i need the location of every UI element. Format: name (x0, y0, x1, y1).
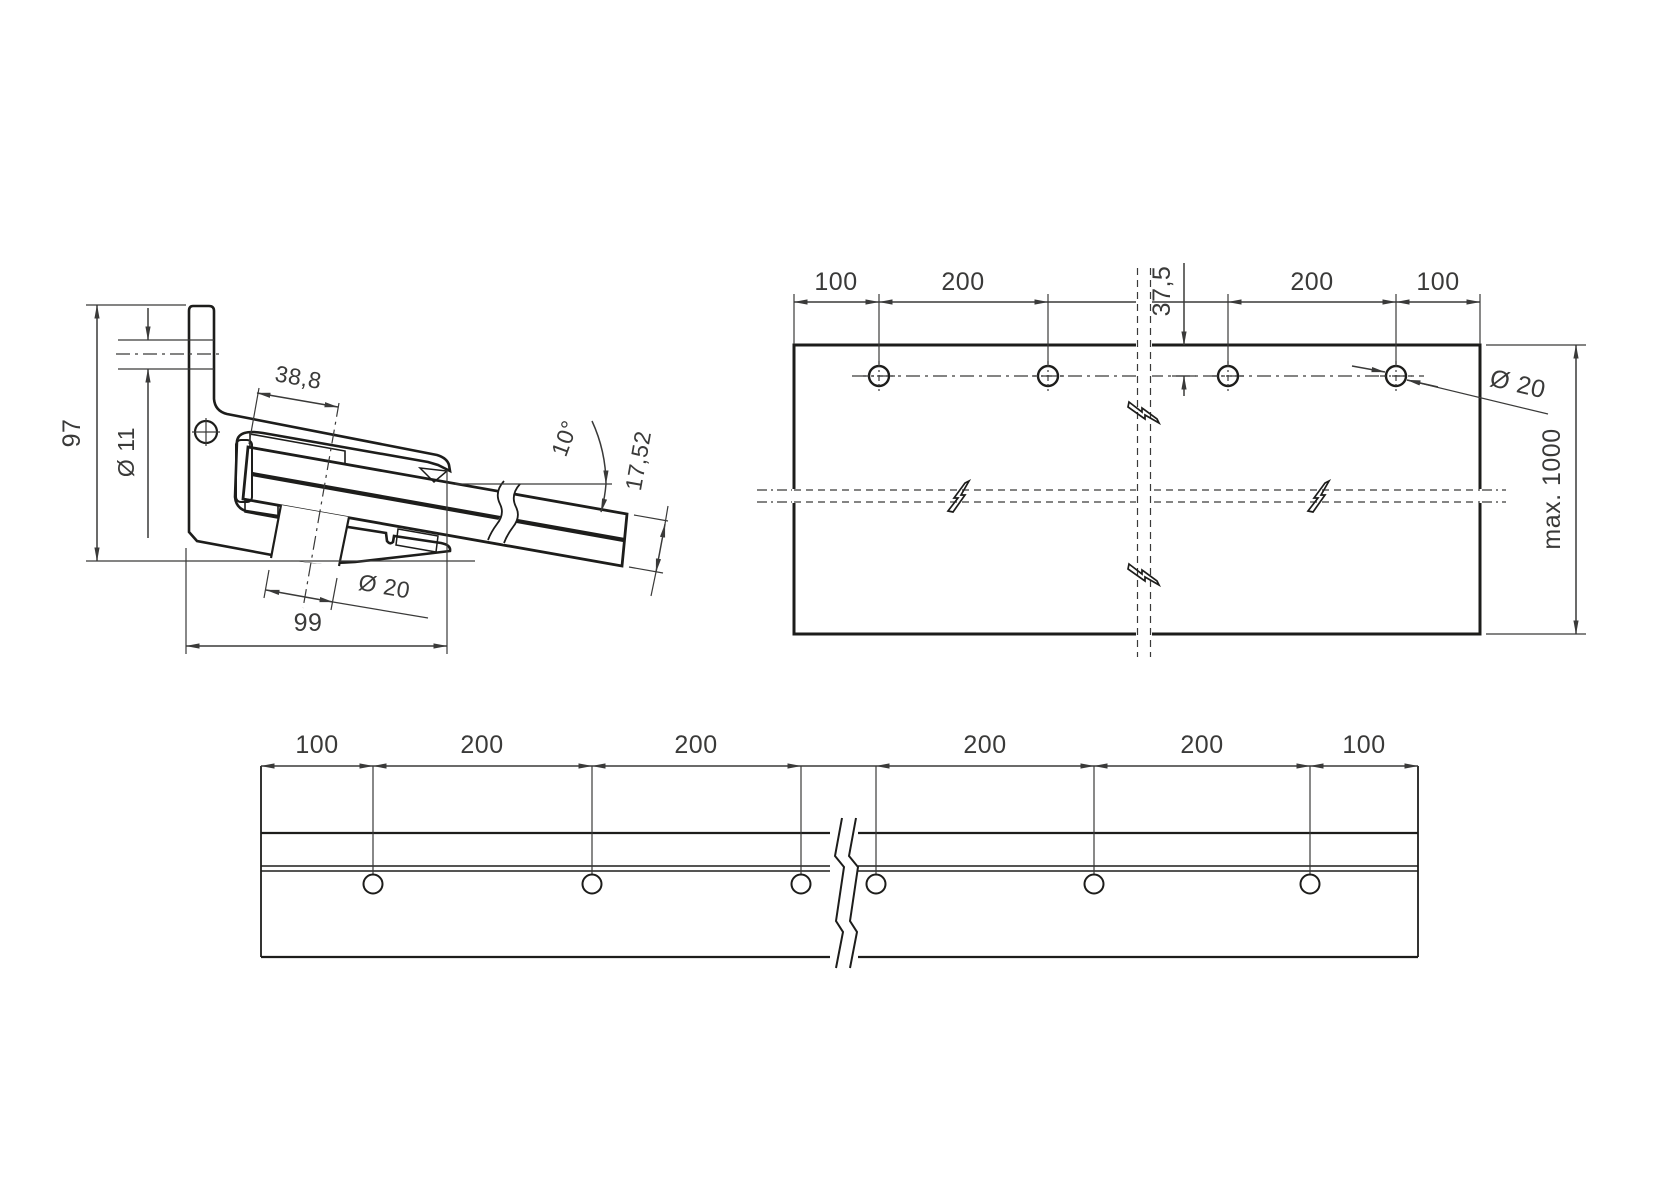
gasket-wedge-top (417, 467, 449, 484)
dim-thickness-17-52: 17,52 (620, 429, 669, 597)
horizontal-break-band (757, 489, 1506, 503)
dim-height-97: 97 (58, 304, 475, 562)
rail-break (833, 817, 860, 969)
hole-marker (1299, 873, 1321, 895)
dim-depth-99: 99 (185, 470, 448, 654)
dim-label-height: 97 (58, 419, 86, 448)
dim-inset-38-8: 38,8 (248, 360, 339, 445)
mounting-hole-plan-2 (1032, 361, 1064, 391)
dim-label: 100 (295, 731, 338, 759)
glass-edge-channel (235, 439, 253, 503)
hole-marker (362, 873, 384, 895)
dim-label-edge-left: 100 (814, 268, 857, 296)
section-view: 97 Ø 11 38,8 10° (58, 304, 669, 654)
dim-label-thickness: 17,52 (620, 429, 656, 493)
glass-break-line (487, 480, 505, 541)
dim-label-depth: 99 (294, 609, 323, 637)
hole-marker (1083, 873, 1105, 895)
shelf-rail (260, 766, 1419, 959)
elevation-dim-chain: 100 200 200 200 200 100 (260, 731, 1419, 769)
hole-marker (581, 873, 603, 895)
dim-label-pitch-right: 200 (1290, 268, 1333, 296)
hole-marker (790, 873, 812, 895)
dim-label-pitch-left: 200 (941, 268, 984, 296)
break-zigzag-icon (946, 400, 1332, 588)
dim-label-hole-dia: Ø 20 (1487, 364, 1548, 404)
dim-panel-length: max. 1000 (1486, 344, 1586, 635)
dim-bottom-hole-20: Ø 20 (263, 569, 429, 619)
dim-label: 200 (674, 731, 717, 759)
glass-interlayer (251, 471, 625, 543)
glass-break-gap (488, 476, 519, 545)
dim-label-offset: 37,5 (1148, 266, 1176, 317)
hole-marker (865, 873, 887, 895)
glass-break-line (503, 483, 521, 544)
dim-label-edge-right: 100 (1416, 268, 1459, 296)
dim-wall-hole-11: Ø 11 (113, 308, 222, 538)
dim-label-bottom-hole: Ø 20 (357, 569, 413, 604)
mounting-hole-plan-3 (1212, 361, 1244, 391)
elevation-view: 100 200 200 200 200 100 (260, 731, 1419, 969)
gasket-block-bottom (395, 528, 439, 553)
dim-label: 100 (1342, 731, 1385, 759)
bottom-hole-bore (271, 505, 349, 566)
dim-label-inset: 38,8 (273, 360, 324, 394)
dim-label: 200 (963, 731, 1006, 759)
bore-centerline (302, 402, 340, 609)
dim-label-panel-length: max. 1000 (1538, 428, 1566, 549)
dim-label-wall-hole: Ø 11 (113, 427, 139, 477)
dim-label: 200 (1180, 731, 1223, 759)
dim-hole-offset: 37,5 (1148, 263, 1196, 396)
plan-view: 100 200 200 100 37,5 (757, 263, 1586, 657)
dim-hole-dia-leader: Ø 20 (1351, 364, 1548, 415)
gasket-top (249, 433, 346, 465)
plan-dim-chain: 100 200 200 100 (793, 268, 1481, 364)
elevation-extension-lines (372, 766, 1311, 875)
dim-label-angle: 10° (546, 417, 583, 460)
mounting-hole-plan-1 (863, 361, 895, 391)
vertical-break-band (1136, 268, 1152, 657)
mounting-hole-plan-4 (1380, 361, 1412, 391)
dim-label: 200 (460, 731, 503, 759)
elevation-holes (362, 873, 1321, 895)
